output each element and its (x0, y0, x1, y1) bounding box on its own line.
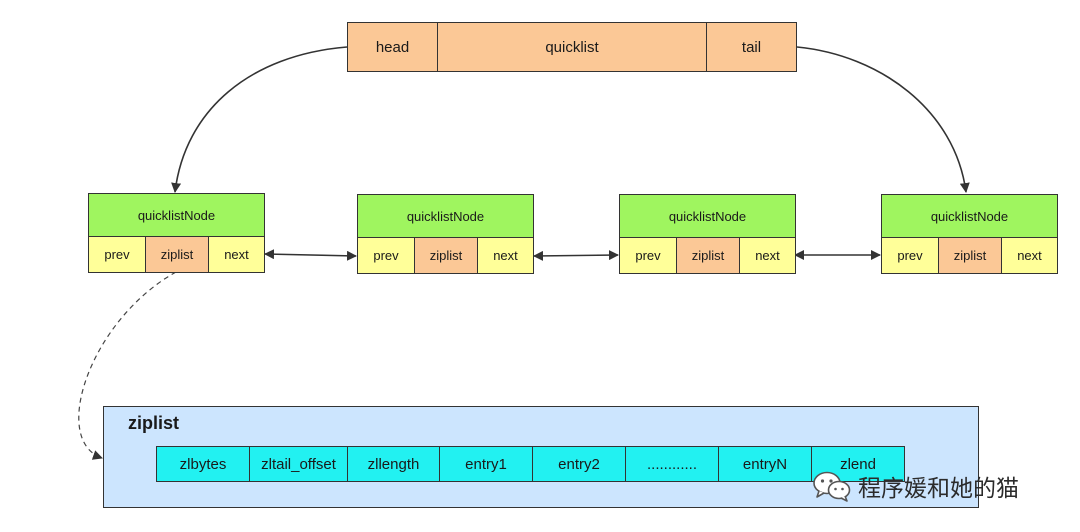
node-ziplist-field: ziplist (676, 237, 740, 274)
ziplist-cell-entry1: entry1 (439, 446, 533, 482)
ziplist-reference-arrow (78, 271, 177, 460)
ziplist-cell-zllength: zllength (347, 446, 440, 482)
node-title: quicklistNode (88, 193, 265, 237)
node-prev-field: prev (881, 237, 939, 274)
quicklist-node-2: quicklistNode prev ziplist next (357, 194, 534, 274)
node-title: quicklistNode (881, 194, 1058, 238)
watermark-text: 程序媛和她的猫 (858, 475, 1019, 501)
quicklist-label: quicklist (437, 22, 707, 72)
tail-pointer-arrow (796, 46, 970, 193)
node-ziplist-field: ziplist (938, 237, 1002, 274)
ziplist-cell-zlend: zlend (811, 446, 905, 482)
watermark: 程序媛和她的猫 (812, 466, 1019, 506)
node-prev-field: prev (619, 237, 677, 274)
node-prev-field: prev (88, 236, 146, 273)
ziplist-cell-ellipsis: ............ (625, 446, 719, 482)
quicklist-node-4: quicklistNode prev ziplist next (881, 194, 1058, 274)
node-next-field: next (739, 237, 796, 274)
ziplist-cell-zlbytes: zlbytes (156, 446, 250, 482)
node-title: quicklistNode (357, 194, 534, 238)
link-arrow-1-2 (264, 249, 357, 261)
ziplist-cell-zltail-offset: zltail_offset (249, 446, 348, 482)
quicklist-tail-field: tail (706, 22, 797, 72)
ziplist-title: ziplist (128, 413, 180, 433)
link-arrow-2-3 (533, 250, 619, 261)
ziplist-cell-entryN: entryN (718, 446, 812, 482)
node-next-field: next (1001, 237, 1058, 274)
quicklist-node-1: quicklistNode prev ziplist next (88, 193, 265, 273)
node-ziplist-field: ziplist (414, 237, 478, 274)
node-prev-field: prev (357, 237, 415, 274)
node-next-field: next (477, 237, 534, 274)
quicklist-head-field: head (347, 22, 438, 72)
node-title: quicklistNode (619, 194, 796, 238)
node-next-field: next (208, 236, 265, 273)
head-pointer-arrow (171, 46, 348, 193)
quicklist-node-3: quicklistNode prev ziplist next (619, 194, 796, 274)
node-ziplist-field: ziplist (145, 236, 209, 273)
ziplist-cell-entry2: entry2 (532, 446, 626, 482)
wechat-icon (813, 471, 851, 502)
